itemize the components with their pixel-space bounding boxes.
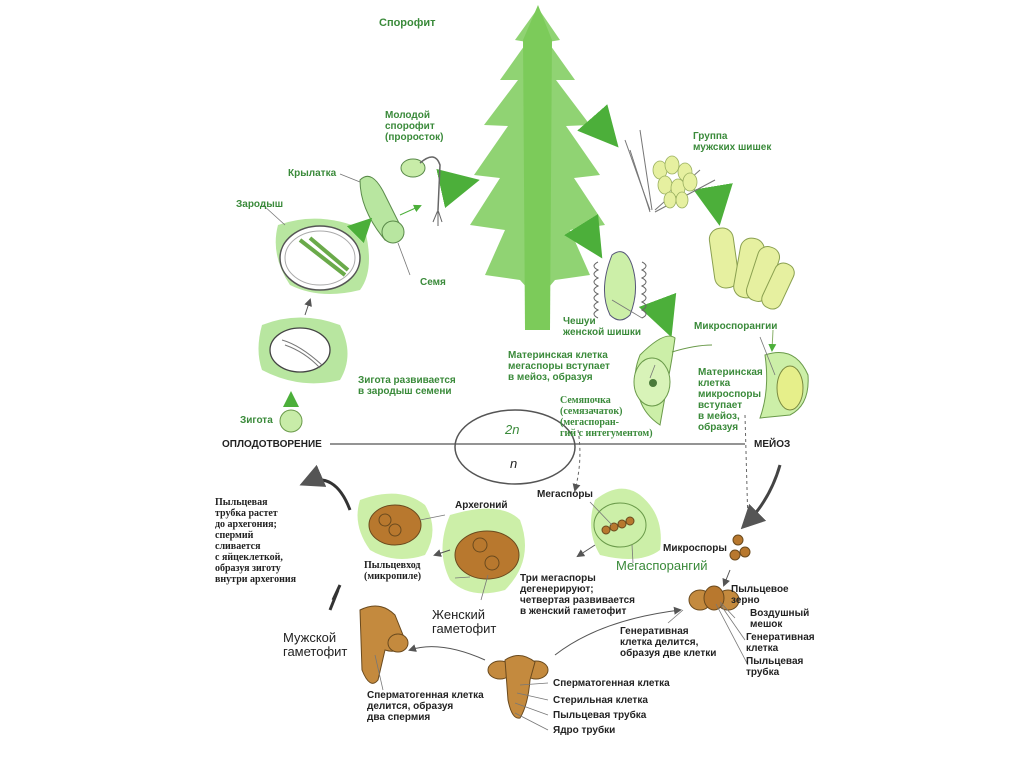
- female-gametophyte: [433, 508, 525, 594]
- pointer-lines: [262, 173, 776, 731]
- developing-embryo: [258, 298, 348, 384]
- label-megaspores: Мегаспоры: [537, 489, 593, 500]
- label-pollen-tube-grows: Пыльцевая трубка растет до архегония; сп…: [215, 497, 296, 585]
- tree-arrows: [436, 104, 733, 338]
- label-haploid: n: [510, 456, 518, 471]
- label-generative-divides: Генеративная клетка делится, образуя две…: [620, 626, 717, 659]
- female-cone-scale: [593, 251, 647, 321]
- winged-seed: [359, 175, 422, 244]
- label-megaspore-mother-cell: Материнская клетка мегаспоры вступает в …: [508, 350, 610, 383]
- label-seed: Семя: [420, 277, 446, 288]
- label-male-cones: Группа мужских шишек: [693, 131, 772, 153]
- label-pollen-tube-2: Пыльцевая трубка: [553, 710, 647, 721]
- label-fertilization: ОПЛОДОТВОРЕНИЕ: [222, 439, 322, 450]
- archegonium-fertilization: [299, 464, 433, 559]
- label-zygote: Зигота: [240, 415, 273, 426]
- label-micropyle: Пыльцевход (микропиле): [364, 560, 422, 582]
- label-tube-nucleus: Ядро трубки: [553, 725, 616, 736]
- male-cone-group: [624, 129, 716, 213]
- pine-tree: [470, 5, 605, 330]
- label-embryo: Зародыш: [236, 199, 284, 210]
- label-wing: Крылатка: [288, 168, 337, 179]
- label-female-gametophyte: Женский гаметофит: [432, 607, 497, 636]
- male-gametophyte-stage: [487, 606, 682, 719]
- label-spermatogenous-divides: Сперматогенная клетка делится, образуя д…: [367, 690, 484, 723]
- label-meiosis: МЕЙОЗ: [754, 439, 791, 450]
- ovule: [633, 335, 713, 426]
- zygote: [279, 391, 303, 433]
- label-sterile-cell: Стерильная клетка: [553, 695, 648, 706]
- label-diploid: 2n: [505, 422, 520, 437]
- male-gametophyte: [328, 584, 486, 684]
- microsporangium-section: [759, 329, 809, 419]
- label-microspore-mother-cell: Материнская клетка микроспоры вступает в…: [698, 367, 763, 433]
- label-three-megaspores: Три мегаспоры дегенерируют; четвертая ра…: [520, 573, 635, 617]
- title-sporophyte: Спорофит: [379, 17, 436, 29]
- label-pollen-grain: Пыльцевое зерно: [731, 584, 789, 606]
- microspores: [729, 534, 751, 561]
- seedling: [400, 156, 443, 226]
- pollen-grain: [688, 569, 740, 611]
- label-ovule: Семяпочка (семязачаток) (мегаспоран- гий…: [560, 395, 653, 439]
- label-male-gametophyte: Мужской гаметофит: [283, 630, 348, 659]
- seed-section-embryo: [275, 217, 373, 294]
- microsporangia: [708, 227, 795, 310]
- ploidy-divider: [330, 409, 782, 530]
- label-air-sac: Воздушный мешок: [750, 608, 810, 630]
- label-megasporangium: Мегаспорангий: [616, 558, 708, 573]
- label-microsporangia: Микроспорангии: [694, 321, 778, 332]
- label-female-scales: Чешуи женской шишки: [563, 316, 641, 338]
- label-young-sporophyte: Молодой спорофит (проросток): [385, 110, 444, 143]
- megasporangium: [576, 488, 661, 559]
- label-generative-cell: Генеративная клетка: [746, 632, 815, 654]
- label-pollen-tube: Пыльцевая трубка: [746, 656, 804, 678]
- label-microspores: Микроспоры: [663, 543, 727, 554]
- label-zygote-develops: Зигота развивается в зародыш семени: [358, 375, 456, 397]
- label-spermatogenous-cell: Сперматогенная клетка: [553, 678, 670, 689]
- label-archegonium: Архегоний: [455, 500, 508, 511]
